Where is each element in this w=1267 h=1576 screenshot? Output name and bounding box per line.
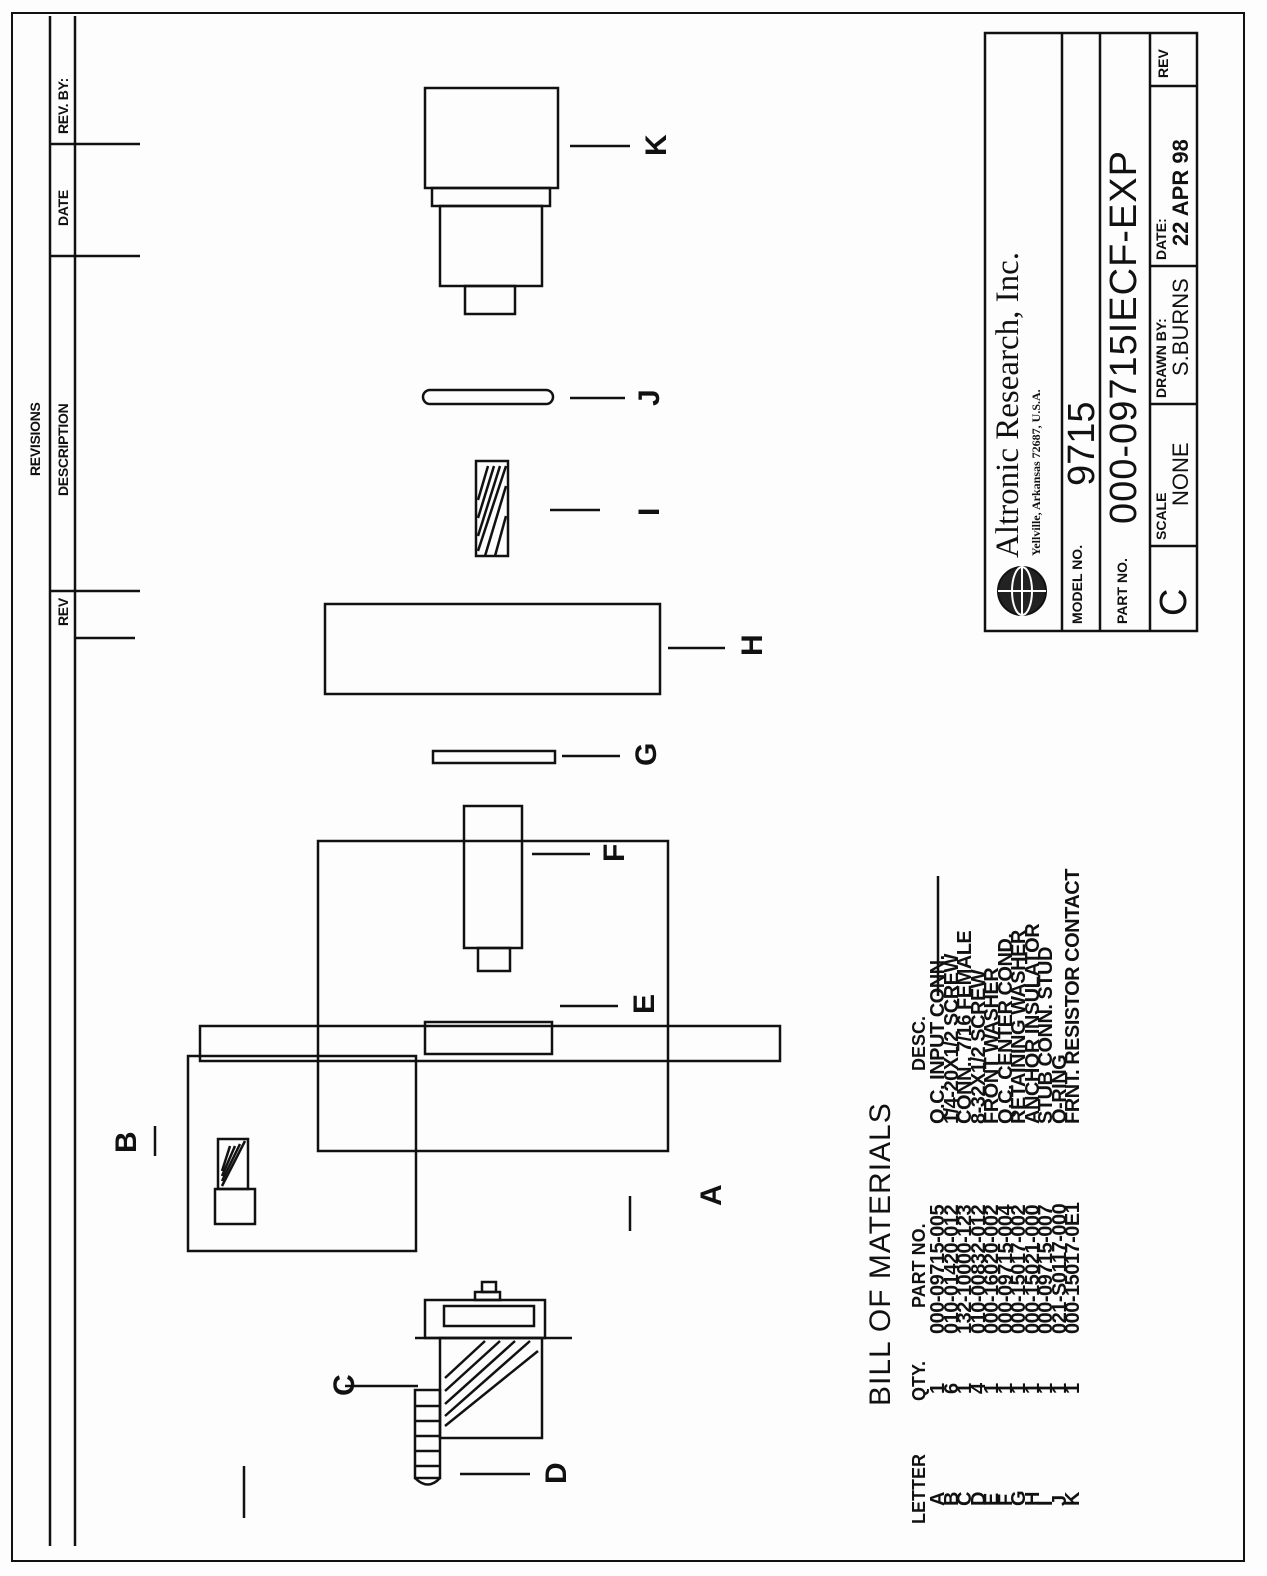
part-c-shape: [415, 1280, 572, 1440]
part-k-shape: [423, 86, 560, 316]
company-address: Yellville, Arkansas 72687, U.S.A.: [1029, 389, 1043, 556]
part-f-shape: [462, 804, 524, 973]
part-label-f: F: [598, 843, 631, 862]
bom-title: BILL OF MATERIALS: [864, 1102, 897, 1406]
company-logo: [997, 566, 1047, 616]
part-i-shape: [474, 459, 510, 558]
part-a-shape: [186, 839, 782, 1253]
bom-header-letter: LETTER: [909, 1454, 929, 1524]
bom-desc: FRNT. RESISTOR CONTACT: [1062, 869, 1084, 1124]
part-label-c: C: [328, 1374, 361, 1396]
rev-col-date: DATE: [55, 190, 71, 226]
bom-header-qty: QTY.: [909, 1360, 929, 1401]
part-j-shape: [421, 388, 555, 406]
part-label-i: I: [633, 507, 666, 516]
rev-col-rev: REV: [55, 598, 71, 626]
part-label-b: B: [110, 1131, 143, 1153]
part-no-label: PART NO.: [1114, 558, 1130, 624]
company-name: Altronic Research, Inc.: [990, 251, 1026, 558]
part-label-h: H: [736, 634, 769, 656]
part-label-g: G: [630, 742, 663, 766]
model-label: MODEL NO.: [1069, 544, 1085, 624]
scale-label: SCALE: [1153, 492, 1169, 540]
part-e-shape: [423, 1020, 554, 1056]
part-b-shape: [213, 1137, 257, 1226]
date-label: DATE:: [1153, 218, 1169, 260]
sheet-border: [11, 12, 1245, 1562]
model-number: 9715: [1061, 401, 1103, 486]
part-label-e: E: [628, 993, 661, 1014]
drawn-by-value: S.BURNS: [1168, 278, 1193, 376]
part-g-shape: [431, 749, 557, 765]
title-block-frame: [983, 31, 1199, 633]
bom-header-desc: DESC.: [909, 1015, 929, 1071]
date-value: 22 APR 98: [1168, 139, 1193, 246]
scale-value: NONE: [1168, 442, 1193, 506]
part-h-shape: [323, 602, 662, 696]
rev-label: REV: [1155, 49, 1171, 78]
part-label-j: J: [633, 389, 666, 406]
rev-col-rev-by: REV. BY:: [55, 78, 71, 134]
bom-part-no: 000-15017-0E1: [1062, 1202, 1084, 1334]
part-d-shape: [413, 1388, 442, 1486]
bom-qty: 1: [1062, 1383, 1084, 1394]
drawing-part-number: 000-09715IECF-EXP: [1103, 150, 1145, 524]
bom-header-part-no: PART NO.: [909, 1223, 929, 1308]
rev-col-description: DESCRIPTION: [55, 403, 71, 496]
bom-letter: K: [1062, 1492, 1084, 1506]
part-label-k: K: [640, 134, 673, 156]
rev-letter: C: [1153, 588, 1195, 616]
drawn-by-label: DRAWN BY:: [1153, 318, 1169, 398]
revisions-title: REVISIONS: [27, 402, 43, 476]
part-label-a: A: [695, 1184, 728, 1206]
part-label-d: D: [540, 1462, 573, 1484]
